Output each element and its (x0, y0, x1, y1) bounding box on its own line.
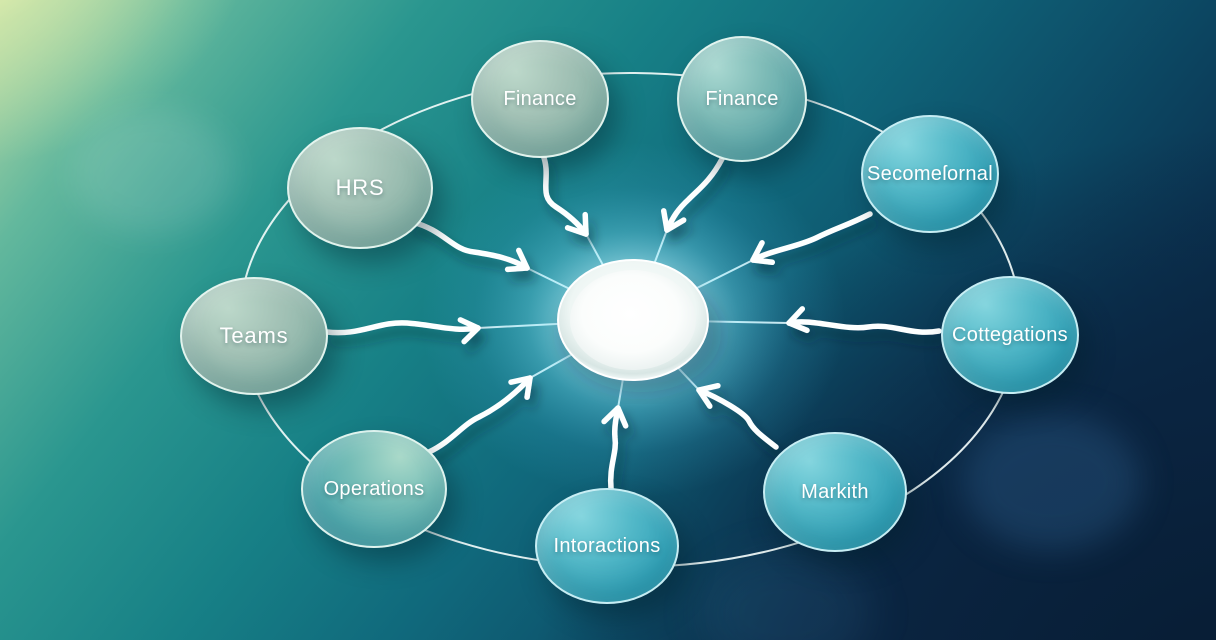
node-secomeornal: Secomeſornal (861, 115, 999, 233)
node-label: Finance (705, 87, 779, 110)
node-label: Finance (503, 87, 577, 110)
arrow-cottegations (786, 306, 942, 335)
arrows (324, 152, 942, 492)
arrow-operations (426, 375, 533, 455)
node-finance-2: Finance (677, 36, 807, 162)
node-label: Teams (219, 323, 289, 348)
node-operations: Operations (301, 430, 447, 548)
arrow-intoractions (601, 405, 629, 492)
arrow-teams (324, 317, 481, 345)
node-markith: Markith (763, 432, 907, 552)
node-label: Operations (323, 477, 425, 500)
node-label: HRS (335, 175, 385, 200)
node-label: Secomeſornal (867, 162, 993, 185)
node-label: Intoractions (553, 534, 661, 557)
arrow-markith (696, 382, 779, 450)
node-finance-1: Finance (471, 40, 609, 158)
node-cottegations: Cottegations (941, 276, 1079, 394)
arrow-hrs (409, 219, 530, 273)
arrow-finance-2 (660, 156, 725, 233)
arrow-finance-1 (540, 152, 589, 237)
node-label: Markith (801, 480, 869, 503)
node-label: Cottegations (952, 323, 1068, 346)
node-teams: Teams (180, 277, 328, 395)
node-hrs: HRS (287, 127, 433, 249)
hub-circle (570, 270, 696, 370)
node-intoractions: Intoractions (535, 488, 679, 604)
arrow-secomeornal (750, 211, 873, 266)
